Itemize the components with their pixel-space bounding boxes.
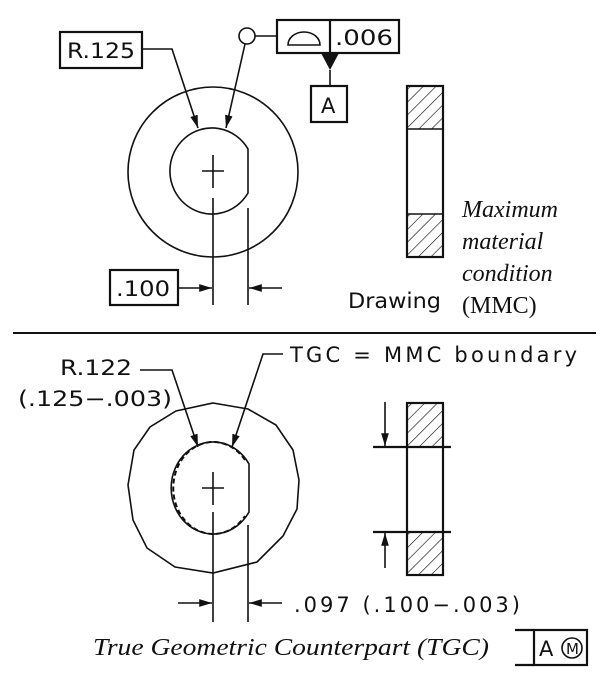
datum-ref-label: A (539, 637, 554, 661)
width-label: .100 (116, 277, 170, 301)
all-around-circle-icon (238, 27, 256, 45)
boundary-label: TGC = MMC boundary (289, 343, 577, 367)
profile-of-surface-icon (287, 31, 321, 46)
caption: True Geometric Counterpart (TGC) (93, 635, 489, 661)
radius-label: R.125 (67, 39, 135, 63)
tgc-boundary-dashed (172, 441, 246, 535)
tgc-radius-calc: (.125−.003) (18, 387, 172, 411)
datum-triangle-icon (321, 53, 339, 70)
drawing-section: R.125 .006 A .100 Drawing Maximum materi… (58, 18, 558, 319)
keyed-hole (169, 127, 249, 215)
section-view (405, 84, 445, 259)
width-label-box (108, 268, 180, 307)
tgc-section: R.122 (.125−.003) TGC = MMC boundary .09… (18, 343, 589, 667)
datum-label: A (321, 94, 336, 118)
view-label: Drawing (348, 289, 441, 313)
radius-label-box (58, 30, 144, 70)
mmc-line-3: condition (462, 261, 553, 287)
tgc-width-label: .097 (.100−.003) (294, 593, 520, 617)
radius-leader (142, 48, 199, 129)
tolerance-value: .006 (335, 26, 393, 50)
mmc-abbrev: (MMC) (462, 293, 537, 319)
mmc-modifier-circle-icon (561, 637, 583, 659)
datum-box (309, 84, 349, 124)
tgc-radius-label: R.122 (60, 356, 132, 380)
profile-leader (225, 43, 246, 129)
modifier-label: M (566, 640, 579, 658)
tgc-section-view (405, 401, 445, 577)
mmc-line-2: material (462, 229, 544, 255)
mmc-line-1: Maximum (461, 197, 558, 223)
datum-reference-box (532, 628, 589, 667)
